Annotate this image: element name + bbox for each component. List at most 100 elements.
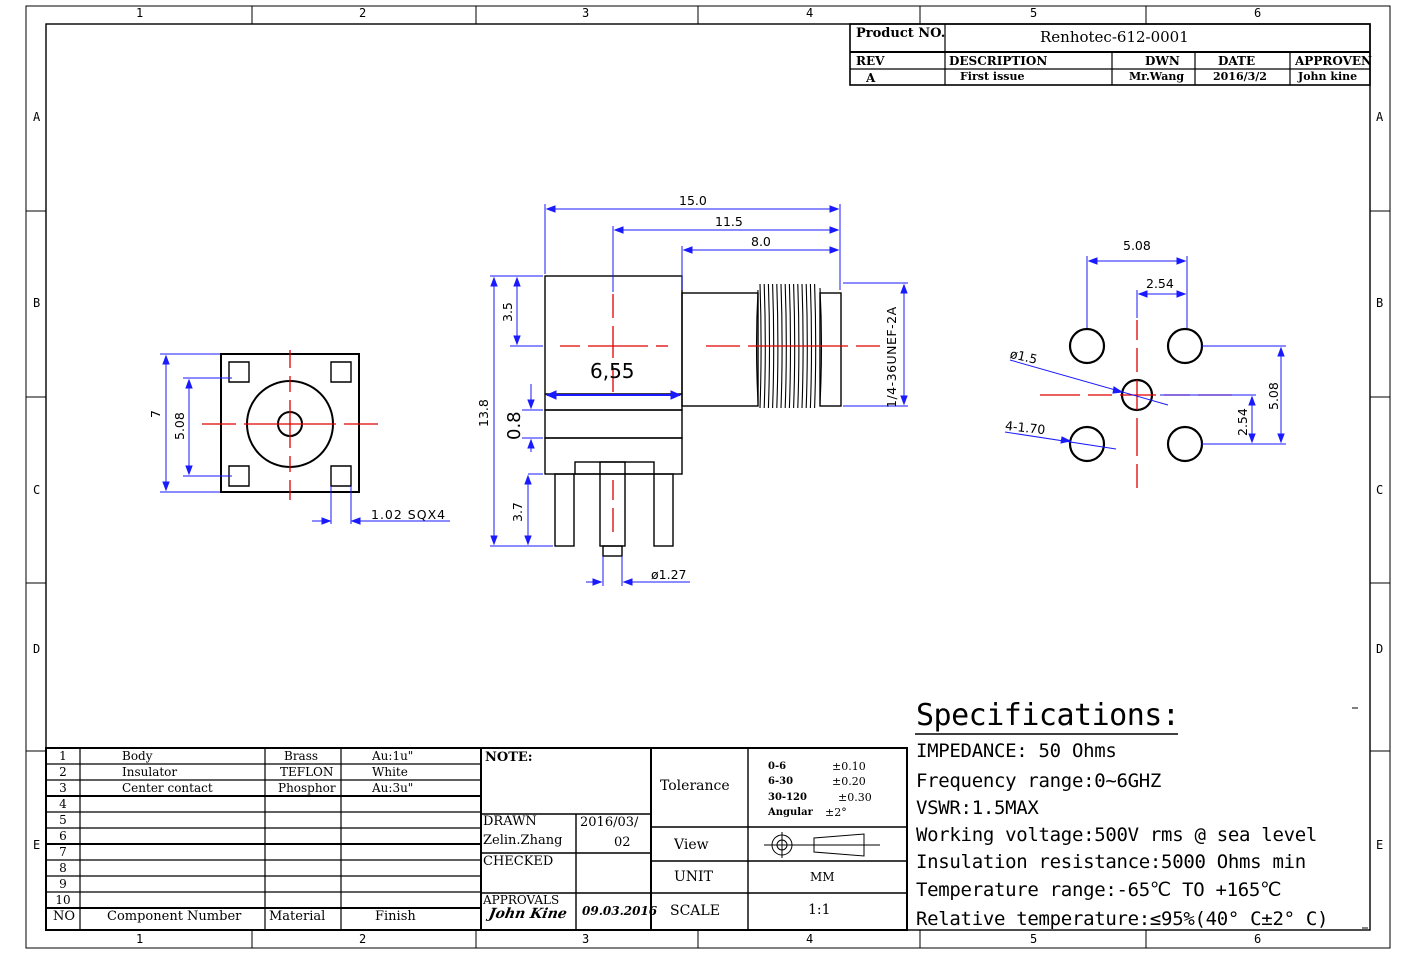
pcb-layout: [1004, 256, 1286, 488]
col-label: 6: [1254, 932, 1262, 946]
row-label: A: [33, 110, 41, 124]
date-label: DATE: [1218, 54, 1256, 68]
row-label: E: [33, 838, 41, 852]
row-label: C: [33, 483, 41, 497]
unit-label: UNIT: [674, 869, 713, 885]
scale-value: 1:1: [808, 902, 831, 918]
description-value: First issue: [960, 70, 1025, 83]
approvals-signature: John Kine: [487, 906, 569, 922]
specifications-title: Specifications:: [916, 698, 1180, 733]
bom-row-no: 3: [59, 781, 67, 795]
dwn-label: DWN: [1145, 54, 1180, 68]
bom-row-no: 7: [59, 845, 67, 859]
spec-line: Relative temperature:≤95%(40° C±2° C): [916, 908, 1329, 930]
row-label: E: [1376, 838, 1384, 852]
tol-range: 30-120: [768, 792, 807, 803]
bom-header-material: Material: [269, 909, 326, 924]
col-label: 2: [359, 6, 367, 20]
bom-row-material: Brass: [284, 749, 319, 763]
approven-value: John kine: [1298, 70, 1358, 83]
col-label: 3: [582, 6, 590, 20]
drawn-date-1: 2016/03/: [580, 815, 639, 830]
col-label: 4: [806, 6, 814, 20]
dim-pin-length: 3.7: [510, 502, 525, 522]
unit-value: MM: [810, 870, 835, 884]
bom-row-no: 9: [59, 877, 67, 891]
col-label: 1: [136, 6, 144, 20]
drawn-date-2: 02: [614, 835, 631, 850]
col-label: 4: [806, 932, 814, 946]
drawn-by: Zelin.Zhang: [483, 833, 563, 848]
row-label: C: [1376, 483, 1384, 497]
bom-header-finish: Finish: [375, 909, 416, 924]
bom-row-no: 6: [59, 829, 67, 843]
projection-symbol: [764, 832, 880, 858]
bom-row-no: 1: [59, 749, 67, 763]
row-label: B: [33, 296, 41, 310]
tol-value: ±0.20: [832, 775, 866, 788]
dim-vertical-inner: 2.54: [1235, 408, 1250, 436]
approven-label: APPROVEN: [1295, 54, 1372, 68]
bom-row-material: TEFLON: [280, 765, 334, 779]
bom-row-finish: Au:3u": [372, 781, 414, 795]
tol-value: ±0.10: [832, 760, 866, 773]
col-label: 5: [1030, 932, 1038, 946]
description-label: DESCRIPTION: [949, 54, 1048, 68]
bom-row-no: 8: [59, 861, 67, 875]
bom-row-material: Phosphor: [278, 781, 336, 795]
product-no-label: Product NO.: [856, 26, 946, 41]
dim-span-inner: 2.54: [1146, 276, 1174, 291]
dim-length-total: 15.0: [679, 193, 707, 208]
col-label: 6: [1254, 6, 1262, 20]
row-label: D: [33, 642, 41, 656]
approvals-date: 09.03.2016: [582, 904, 658, 918]
dim-pin-spacing: 5.08: [172, 412, 187, 440]
spec-line: Insulation resistance:5000 Ohms min: [916, 851, 1306, 873]
row-label: B: [1376, 296, 1384, 310]
bom-row-component: Body: [122, 749, 153, 763]
tol-range: 6-30: [768, 776, 794, 787]
spec-line: Temperature range:-65℃ TO +165℃: [916, 879, 1282, 901]
row-label: A: [1376, 110, 1384, 124]
bom-grid: [45, 747, 482, 931]
title-block-grid: [480, 747, 908, 931]
bom-row-finish: White: [372, 765, 408, 779]
bom-row-no: 2: [59, 765, 67, 779]
dim-span-outer: 5.08: [1123, 238, 1151, 253]
rev-value: A: [866, 71, 876, 85]
note-label: NOTE:: [485, 750, 533, 765]
bom-row-finish: Au:1u": [372, 749, 414, 763]
view-label: View: [674, 837, 709, 853]
tol-range: 0-6: [768, 761, 787, 772]
approvals-label: APPROVALS: [483, 893, 560, 907]
dim-gap: 0.8: [504, 411, 525, 440]
dim-body-width: 6,55: [590, 359, 635, 383]
date-value: 2016/3/2: [1213, 70, 1267, 83]
bom-row-component: Insulator: [122, 765, 178, 779]
dim-height-total: 13.8: [476, 399, 491, 427]
dim-height-7: 7: [148, 410, 163, 418]
tol-value: ±0.30: [838, 791, 872, 804]
checked-label: CHECKED: [483, 854, 554, 869]
spec-line: VSWR:1.5MAX: [916, 797, 1039, 819]
spec-line: Frequency range:0~6GHZ: [916, 770, 1162, 792]
bom-row-no: 5: [59, 813, 67, 827]
dwn-value: Mr.Wang: [1129, 70, 1185, 83]
bom-header-component: Component Number: [107, 909, 242, 924]
scale-label: SCALE: [670, 903, 720, 919]
col-label: 2: [359, 932, 367, 946]
spec-line: Working voltage:500V rms @ sea level: [916, 824, 1318, 846]
bom-row-no: 10: [55, 893, 71, 907]
product-no: Renhotec-612-0001: [1040, 28, 1189, 46]
revision-block-grid: [849, 23, 1371, 709]
col-label: 5: [1030, 6, 1038, 20]
bom-header-no: NO: [53, 909, 76, 924]
tolerance-label: Tolerance: [660, 778, 730, 794]
col-label: 3: [582, 932, 590, 946]
tol-range: Angular: [768, 807, 813, 818]
spec-line: IMPEDANCE: 50 Ohms: [916, 740, 1117, 762]
col-label: 1: [136, 932, 144, 946]
dim-top-offset: 3.5: [500, 302, 515, 322]
side-view: [490, 204, 908, 586]
